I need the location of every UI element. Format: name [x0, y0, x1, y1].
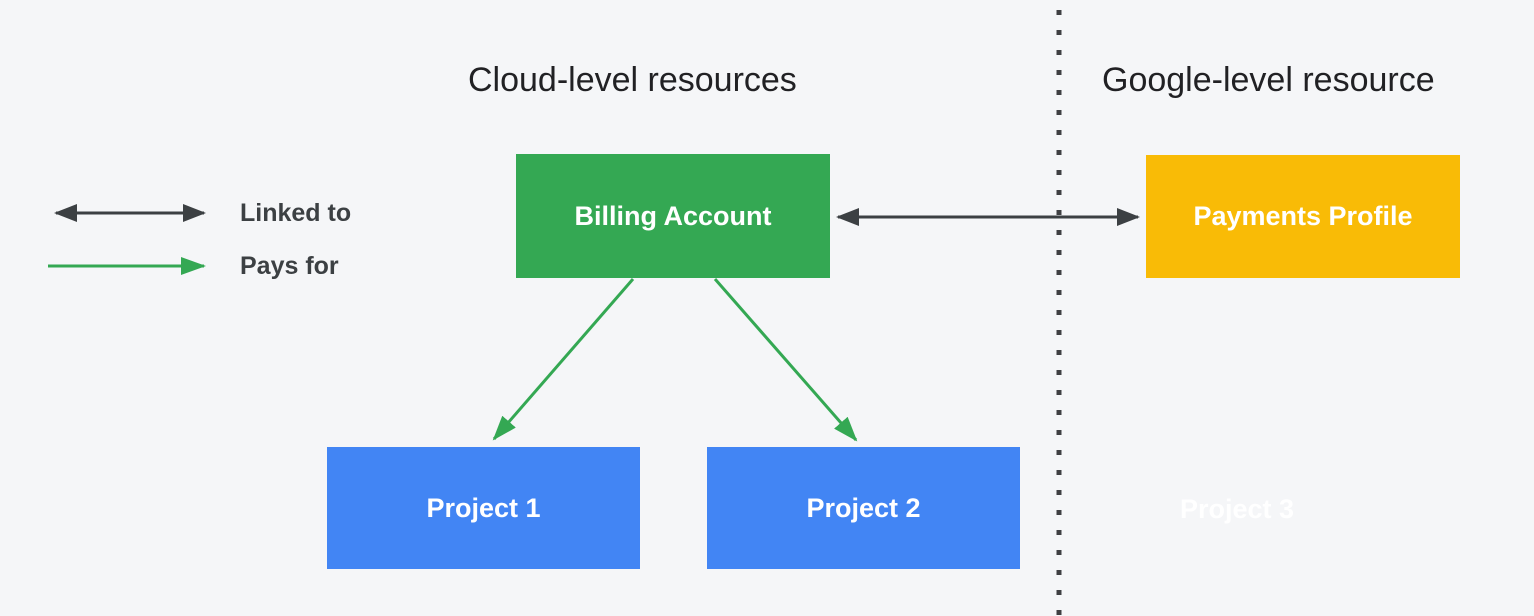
- google-level-section-title: Google-level resource: [1102, 61, 1435, 99]
- billing-account-label: Billing Account: [574, 200, 772, 231]
- payments-profile-node: Payments Profile: [1146, 155, 1460, 278]
- payments-profile-label: Payments Profile: [1193, 201, 1413, 231]
- legend-label-pays-for: Pays for: [240, 252, 339, 280]
- legend-label-linked-to: Linked to: [240, 199, 352, 227]
- edge-billing-to-project1-arrow: [492, 278, 635, 441]
- project-2-label: Project 2: [806, 492, 921, 523]
- edge-billing-to-project2-arrow: [713, 278, 858, 442]
- project-1-label: Project 1: [426, 492, 541, 523]
- cloud-level-section-title: Cloud-level resources: [468, 61, 797, 99]
- project-3-ghost-label: Project 3: [1180, 494, 1295, 524]
- billing-account-node: Billing Account: [516, 154, 830, 278]
- project-1-node: Project 1: [327, 447, 640, 569]
- project-2-node: Project 2: [707, 447, 1020, 569]
